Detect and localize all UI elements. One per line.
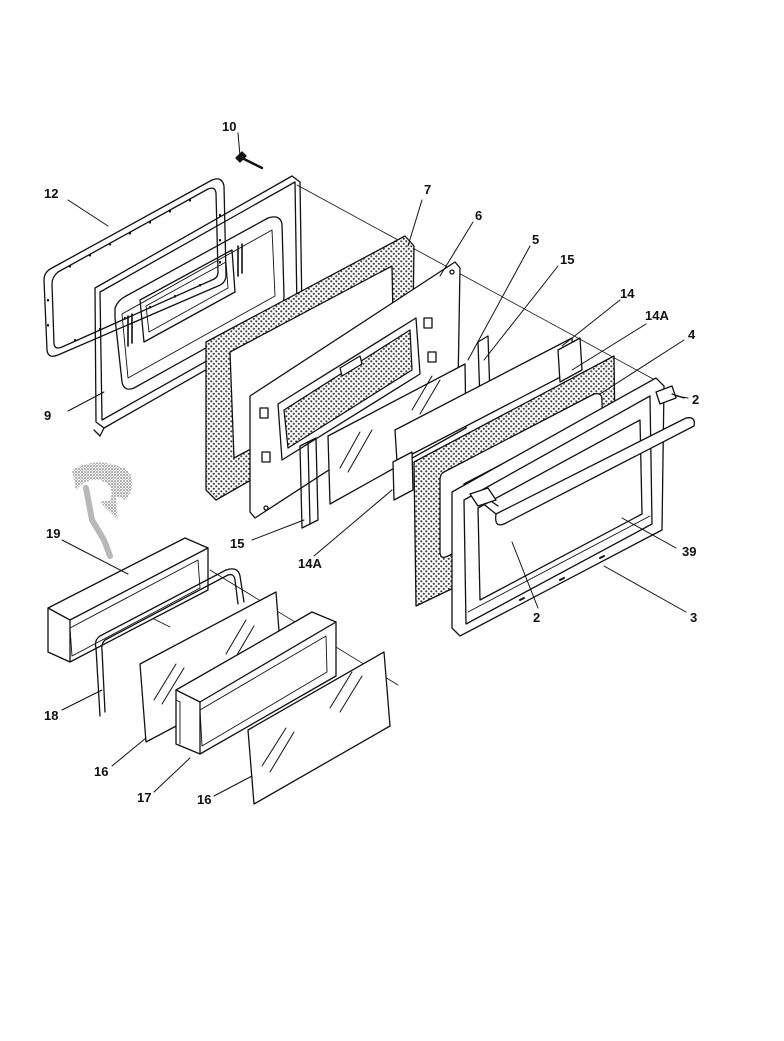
arrow-indicator-icon [72, 462, 133, 559]
callout-3: 3 [690, 610, 697, 625]
callout-16-lower: 16 [197, 792, 211, 807]
callout-15-upper: 15 [560, 252, 574, 267]
part-16-glass-lower [247, 651, 391, 805]
callout-19: 19 [46, 526, 60, 541]
callout-labels: 10 12 9 7 6 5 15 14 14A 4 2 39 3 2 15 14… [44, 119, 699, 807]
part-14a-pads [392, 337, 583, 501]
callout-18: 18 [44, 708, 58, 723]
part-17-glass-frame [175, 611, 337, 755]
callout-4: 4 [688, 327, 696, 342]
callout-14a-lower: 14A [298, 556, 322, 571]
callout-5: 5 [532, 232, 539, 247]
callout-6: 6 [475, 208, 482, 223]
callout-39: 39 [682, 544, 696, 559]
part-19-glass-frame [47, 537, 209, 663]
callout-2-bottom: 2 [533, 610, 540, 625]
callout-14: 14 [620, 286, 635, 301]
callout-14a-upper: 14A [645, 308, 669, 323]
part-18-gasket-loop [94, 568, 245, 717]
part-12-door-gasket [43, 178, 227, 357]
callout-17: 17 [137, 790, 151, 805]
leader-lines [61, 132, 689, 797]
part-15-bracket-lower [299, 437, 319, 529]
callout-16-upper: 16 [94, 764, 108, 779]
part-3-outer-frame [451, 377, 665, 637]
callout-2-right: 2 [692, 392, 699, 407]
callout-9: 9 [44, 408, 51, 423]
callout-12: 12 [44, 186, 58, 201]
part-6-inner-panel [249, 261, 461, 519]
callout-7: 7 [424, 182, 431, 197]
part-39-handle [469, 417, 695, 526]
callout-15-lower: 15 [230, 536, 244, 551]
callout-10: 10 [222, 119, 236, 134]
